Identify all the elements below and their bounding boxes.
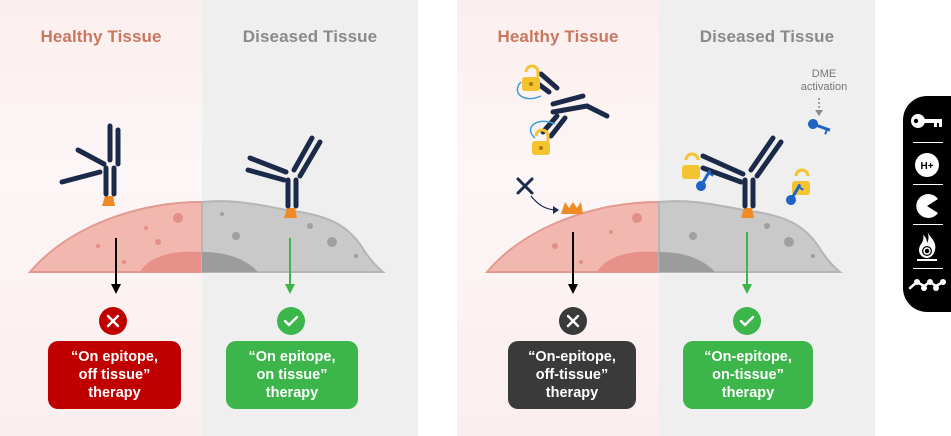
check-icon — [277, 307, 305, 335]
diseased-dot — [232, 232, 240, 240]
linker-curve — [529, 120, 556, 139]
blocked-x-icon — [516, 177, 534, 195]
dme-key-icon — [808, 119, 831, 135]
arrow-diseased — [742, 232, 752, 294]
key-icon — [903, 112, 951, 130]
proton-icon: H+ — [903, 152, 951, 178]
diseased-dot — [327, 237, 337, 247]
chain-icon — [903, 276, 951, 296]
on-tissue-therapy-box: “On-epitope, on-tissue” therapy — [683, 341, 813, 409]
linker-curve — [516, 81, 542, 100]
antibody-healthy — [59, 123, 121, 206]
healthy-dot — [552, 243, 558, 249]
diseased-tissue-heading: Diseased Tissue — [242, 27, 378, 46]
masked-antibody-floating — [530, 71, 610, 139]
healthy-dot — [173, 213, 183, 223]
healthy-dot — [96, 244, 100, 248]
healthy-cell-nucleus — [140, 251, 202, 272]
key-icon — [696, 169, 714, 191]
activation-mechanisms-sidebar: H+ — [903, 96, 951, 312]
diseased-cell-nucleus — [659, 252, 715, 272]
pacman-icon — [903, 193, 951, 219]
diseased-dot — [307, 223, 313, 229]
dme-activation-label: DME activation — [800, 68, 848, 93]
arrow-healthy — [111, 238, 121, 294]
arrow-diseased — [285, 238, 295, 294]
healthy-dot — [632, 213, 642, 223]
lock-icon — [532, 128, 550, 155]
diseased-dot — [764, 223, 770, 229]
key-icon — [786, 183, 804, 205]
check-icon — [733, 307, 761, 335]
off-tissue-therapy-box: “On epitope, off tissue” therapy — [48, 341, 181, 409]
diseased-tissue-heading: Diseased Tissue — [699, 27, 835, 46]
healthy-dot — [609, 230, 613, 234]
divider — [913, 142, 943, 143]
svg-text:H+: H+ — [920, 161, 933, 172]
healthy-dot — [579, 260, 583, 264]
healthy-tissue-heading: Healthy Tissue — [497, 27, 619, 46]
right-scene — [484, 64, 843, 294]
diseased-dot — [784, 237, 794, 247]
healthy-tissue-mound — [27, 200, 203, 273]
cross-icon — [99, 307, 127, 335]
diseased-cell-nucleus — [202, 252, 258, 272]
antibody-activated — [700, 135, 784, 218]
unlocked-lock-icon — [682, 152, 700, 179]
off-tissue-therapy-box: “On-epitope, off-tissue” therapy — [508, 341, 636, 409]
arrow-healthy — [568, 232, 578, 294]
diseased-dot — [811, 254, 815, 258]
right-panel: Healthy Tissue Diseased Tissue — [457, 0, 875, 436]
left-panel: Healthy Tissue Diseased Tissue — [0, 0, 418, 436]
cross-icon — [559, 307, 587, 335]
healthy-dot — [144, 226, 148, 230]
lock-icon — [522, 64, 540, 91]
left-scene — [27, 123, 386, 294]
healthy-dot — [155, 239, 161, 245]
antibody-diseased — [245, 135, 323, 218]
diseased-tissue-mound — [658, 200, 843, 273]
on-tissue-therapy-box: “On epitope, on tissue” therapy — [226, 341, 358, 409]
diseased-dot — [689, 232, 697, 240]
epitope-unbound — [561, 202, 583, 214]
divider — [913, 268, 943, 269]
healthy-tissue-heading: Healthy Tissue — [40, 27, 162, 46]
healthy-dot — [122, 260, 126, 264]
diseased-dot — [220, 212, 224, 216]
diseased-tissue-mound — [201, 200, 386, 273]
healthy-cell-nucleus — [597, 251, 659, 272]
divider — [913, 184, 943, 185]
flame-icon — [903, 230, 951, 262]
divider — [913, 224, 943, 225]
diseased-dot — [354, 254, 358, 258]
